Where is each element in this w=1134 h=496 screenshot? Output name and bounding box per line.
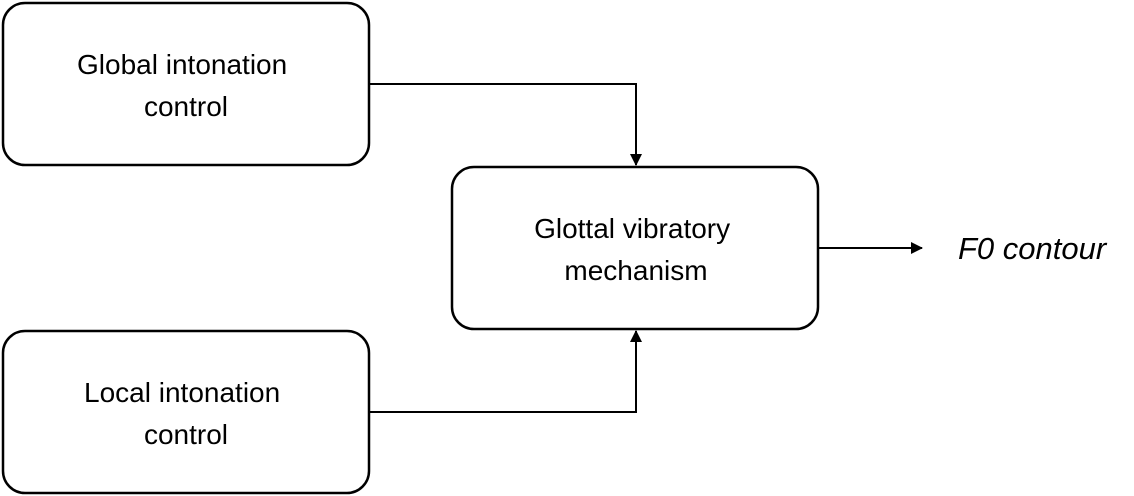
local-to-glottal-arrow [369, 330, 642, 413]
glottal-mechanism-node: Glottal vibratory mechanism [450, 165, 820, 331]
global-intonation-label: Global intonation control [77, 49, 295, 122]
global-intonation-node: Global intonation control [1, 1, 371, 167]
glottal-mechanism-box [450, 165, 820, 331]
glottal-mechanism-label-line1: Glottal vibratory [534, 213, 730, 244]
global-intonation-label-line2: control [144, 91, 228, 122]
local-intonation-label-line1: Local intonation [84, 377, 280, 408]
global-intonation-label-line1: Global intonation [77, 49, 287, 80]
f0-contour-label: F0 contour [958, 231, 1108, 266]
global-to-glottal-arrow [369, 83, 642, 166]
glottal-mechanism-label-line2: mechanism [564, 255, 707, 286]
glottal-mechanism-label: Glottal vibratory mechanism [534, 213, 738, 286]
local-intonation-box [1, 329, 371, 495]
global-intonation-box [1, 1, 371, 167]
local-intonation-node: Local intonation control [1, 329, 371, 495]
local-intonation-label-line2: control [144, 419, 228, 450]
local-intonation-label: Local intonation control [84, 377, 288, 450]
